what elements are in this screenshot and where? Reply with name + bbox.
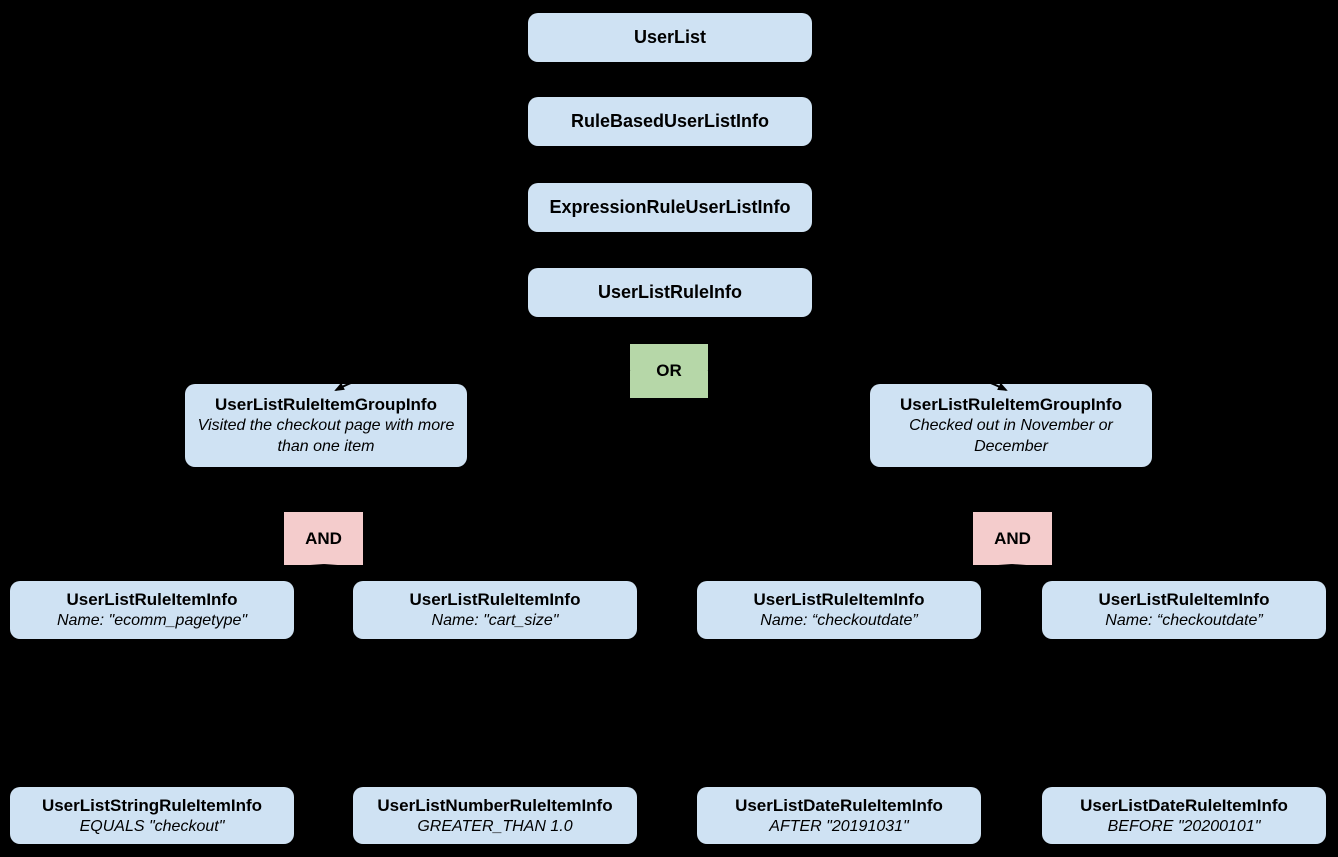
operand-title: UserListDateRuleItemInfo bbox=[735, 795, 943, 815]
node-rule-item: UserListRuleItemInfo Name: "ecomm_pagety… bbox=[10, 581, 294, 639]
rule-item-name: Name: “checkoutdate” bbox=[760, 612, 918, 629]
node-rule-item-group-left: UserListRuleItemGroupInfo Visited the ch… bbox=[185, 384, 467, 467]
operand-condition: EQUALS "checkout" bbox=[79, 817, 225, 835]
group-description: Visited the checkout page with more than… bbox=[197, 417, 455, 455]
rule-item-title: UserListRuleItemInfo bbox=[66, 590, 238, 609]
group-title: UserListRuleItemGroupInfo bbox=[215, 395, 437, 414]
operand-title: UserListNumberRuleItemInfo bbox=[377, 795, 613, 815]
group-description: Checked out in November or December bbox=[909, 417, 1113, 455]
node-userlistruleinfo: UserListRuleInfo bbox=[528, 268, 812, 317]
node-rule-item: UserListRuleItemInfo Name: “checkoutdate… bbox=[697, 581, 981, 639]
rule-item-title: UserListRuleItemInfo bbox=[1098, 590, 1270, 609]
node-date-rule-item: UserListDateRuleItemInfo AFTER "20191031… bbox=[697, 787, 981, 844]
node-label: RuleBasedUserListInfo bbox=[570, 111, 770, 131]
and-operator-box-left: AND bbox=[284, 512, 363, 565]
node-label: UserListRuleInfo bbox=[597, 282, 743, 302]
node-rule-item: UserListRuleItemInfo Name: “checkoutdate… bbox=[1042, 581, 1326, 639]
node-rule-item-group-right: UserListRuleItemGroupInfo Checked out in… bbox=[870, 384, 1152, 467]
group-title: UserListRuleItemGroupInfo bbox=[900, 395, 1122, 414]
node-expressionruleuserlistinfo: ExpressionRuleUserListInfo bbox=[528, 183, 812, 232]
rule-item-name: Name: "ecomm_pagetype" bbox=[56, 612, 248, 629]
rule-item-title: UserListRuleItemInfo bbox=[753, 590, 925, 609]
operand-title: UserListDateRuleItemInfo bbox=[1080, 795, 1288, 815]
node-rule-item: UserListRuleItemInfo Name: "cart_size" bbox=[353, 581, 637, 639]
node-rulebaseduserlistinfo: RuleBasedUserListInfo bbox=[528, 97, 812, 146]
and-label: AND bbox=[305, 528, 342, 548]
node-userlist: UserList bbox=[528, 13, 812, 62]
or-operator-box: OR bbox=[630, 344, 708, 398]
rule-item-name: Name: "cart_size" bbox=[431, 612, 559, 629]
node-date-rule-item: UserListDateRuleItemInfo BEFORE "2020010… bbox=[1042, 787, 1326, 844]
node-string-rule-item: UserListStringRuleItemInfo EQUALS "check… bbox=[10, 787, 294, 844]
operand-condition: GREATER_THAN 1.0 bbox=[417, 817, 573, 835]
and-label: AND bbox=[994, 528, 1031, 548]
and-operator-box-right: AND bbox=[973, 512, 1052, 565]
or-label: OR bbox=[656, 361, 682, 380]
operand-condition: AFTER "20191031" bbox=[769, 817, 909, 835]
node-label: ExpressionRuleUserListInfo bbox=[549, 197, 791, 217]
node-label: UserList bbox=[633, 27, 707, 47]
operand-title: UserListStringRuleItemInfo bbox=[41, 795, 263, 815]
node-number-rule-item: UserListNumberRuleItemInfo GREATER_THAN … bbox=[353, 787, 637, 844]
operand-condition: BEFORE "20200101" bbox=[1107, 817, 1261, 835]
rule-item-name: Name: “checkoutdate” bbox=[1105, 612, 1263, 629]
rule-item-title: UserListRuleItemInfo bbox=[409, 590, 581, 609]
